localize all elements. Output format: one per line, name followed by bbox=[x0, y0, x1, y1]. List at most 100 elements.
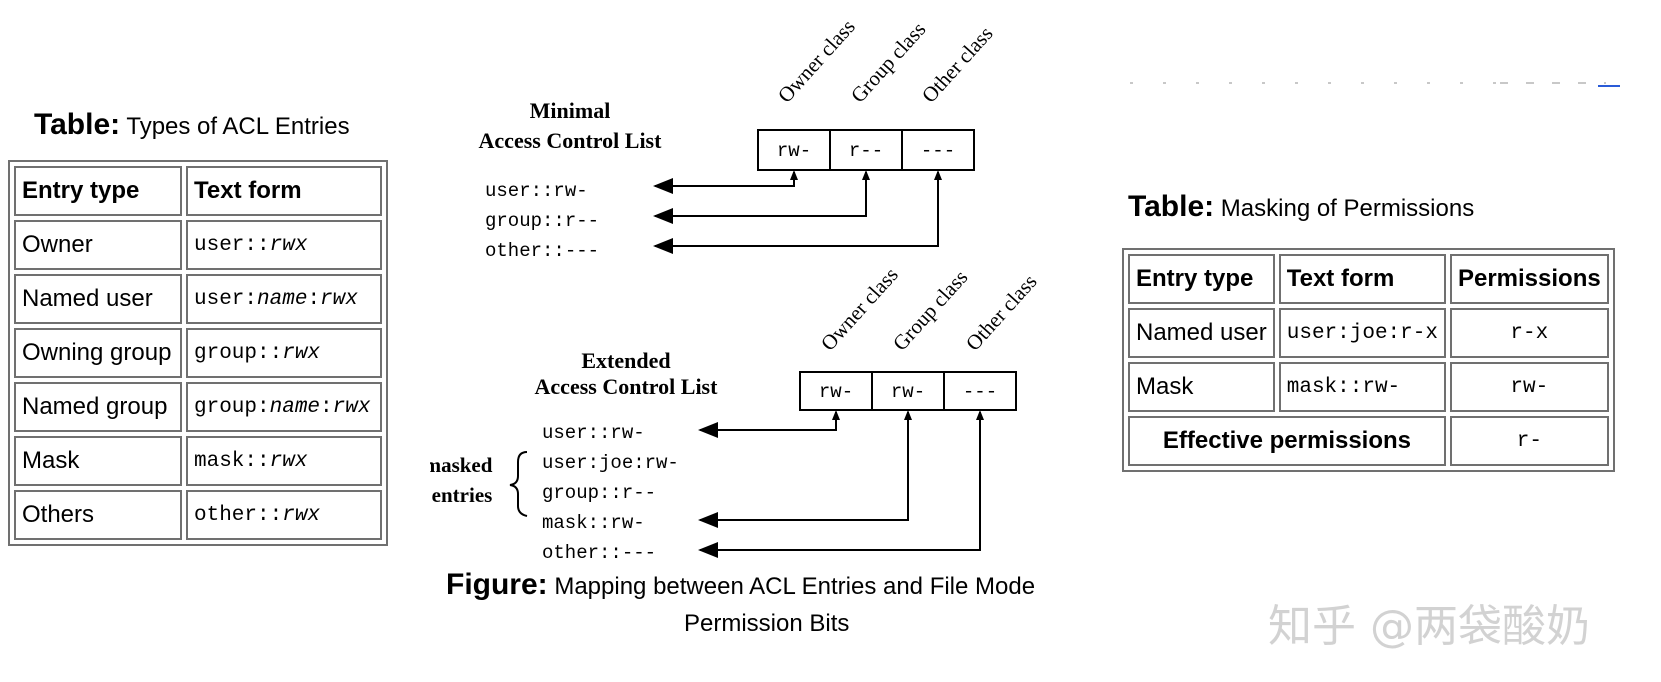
extended-entry-user: user::rw- bbox=[542, 422, 645, 444]
minimal-entry-other: other::--- bbox=[485, 240, 599, 262]
text-form-variable: name bbox=[269, 395, 321, 419]
text-form-variable: rwx bbox=[269, 233, 308, 257]
table1-caption-text: Types of ACL Entries bbox=[120, 113, 350, 140]
table-header-row: Entry type Text form Permissions bbox=[1128, 254, 1609, 304]
table-header-row: Entry type Text form bbox=[14, 166, 382, 216]
text-form-literal: group:: bbox=[194, 341, 283, 365]
entry-type-cell: Owning group bbox=[14, 328, 182, 378]
entry-type-cell: Mask bbox=[14, 436, 182, 486]
table2-caption-text: Masking of Permissions bbox=[1214, 195, 1475, 222]
figure-caption-line2: Permission Bits bbox=[684, 610, 849, 638]
owner-bits-cell bbox=[757, 129, 831, 171]
text-form-cell: group:name:rwx bbox=[186, 382, 382, 432]
effective-permissions-value: r- bbox=[1449, 416, 1609, 466]
text-form-literal: : bbox=[307, 287, 321, 311]
effective-permissions-label: Effective permissions bbox=[1128, 416, 1446, 466]
text-form-variable: rwx bbox=[269, 449, 308, 473]
text-form-cell: user:name:rwx bbox=[186, 274, 382, 324]
minimal-entry-group: group::r-- bbox=[485, 210, 599, 232]
text-form-literal: : bbox=[320, 395, 333, 419]
column-header: Text form bbox=[186, 166, 382, 216]
figure-caption-text: Mapping between ACL Entries and File Mod… bbox=[547, 573, 1036, 600]
text-form-cell: user:joe:r-x bbox=[1278, 308, 1446, 358]
minimal-permission-bits: rw- r-- --- bbox=[757, 129, 975, 171]
connector-line bbox=[698, 412, 837, 438]
connector-line bbox=[698, 412, 909, 528]
extended-acl-title-line2: Access Control List bbox=[535, 374, 719, 399]
text-form-cell: group::rwx bbox=[186, 328, 382, 378]
minimal-connectors bbox=[653, 172, 939, 254]
connector-line bbox=[653, 172, 939, 254]
extended-permission-bits: rw- rw- --- bbox=[799, 371, 1017, 411]
dotted-line-artifact bbox=[1130, 82, 1620, 87]
text-form-literal: mask:: bbox=[194, 449, 270, 473]
table2-caption: Table: Masking of Permissions bbox=[1128, 190, 1474, 224]
column-header: Entry type bbox=[1128, 254, 1275, 304]
owner-bits-text: rw- bbox=[819, 381, 853, 403]
figure-caption-label: Figure: bbox=[446, 568, 548, 601]
text-form-literal: group: bbox=[194, 395, 270, 419]
minimal-up-arrowheads bbox=[790, 170, 942, 180]
connector-line bbox=[653, 172, 867, 224]
connector-line bbox=[698, 412, 981, 558]
other-bits-cell bbox=[943, 371, 1017, 411]
column-header: Text form bbox=[1278, 254, 1446, 304]
column-header: Entry type bbox=[14, 166, 182, 216]
entry-type-cell: Mask bbox=[1128, 362, 1275, 412]
text-form-variable: name bbox=[257, 287, 308, 311]
text-form-variable: rwx bbox=[282, 503, 321, 527]
entry-type-cell: Named user bbox=[14, 274, 182, 324]
minimal-entry-user: user::rw- bbox=[485, 180, 588, 202]
acl-mapping-figure: Minimal Access Control List Owner class … bbox=[430, 15, 1042, 564]
column-header: Permissions bbox=[1449, 254, 1609, 304]
effective-permissions-row: Effective permissions r- bbox=[1128, 416, 1609, 466]
figure-caption: Figure: Mapping between ACL Entries and … bbox=[446, 568, 1035, 602]
entry-type-cell: Others bbox=[14, 490, 182, 540]
masking-permissions-table: Entry type Text form Permissions Named u… bbox=[1122, 248, 1615, 472]
text-form-literal: user:: bbox=[194, 233, 270, 257]
masked-label-line1: masked bbox=[430, 453, 493, 477]
minimal-acl-title-line1: Minimal bbox=[530, 98, 611, 123]
extended-entry-group: group::r-- bbox=[542, 482, 656, 504]
entry-type-cell: Named user bbox=[1128, 308, 1275, 358]
text-form-literal: user: bbox=[194, 287, 258, 311]
minimal-acl-title-line2: Access Control List bbox=[479, 128, 663, 153]
watermark-text: 知乎 @两袋酸奶 bbox=[1268, 601, 1590, 652]
brace-icon bbox=[509, 451, 528, 517]
table2-caption-label: Table: bbox=[1128, 190, 1215, 223]
text-form-cell: other::rwx bbox=[186, 490, 382, 540]
group-bits-cell bbox=[829, 129, 903, 171]
connector-line bbox=[653, 172, 795, 194]
text-form-cell: mask::rwx bbox=[186, 436, 382, 486]
owner-bits-text: rw- bbox=[777, 140, 811, 162]
masked-label-line2: entries bbox=[432, 483, 493, 507]
permissions-cell: rw- bbox=[1449, 362, 1609, 412]
other-bits-text: --- bbox=[921, 140, 955, 162]
other-bits-text: --- bbox=[963, 381, 997, 403]
table1-caption-label: Table: bbox=[34, 108, 121, 141]
extended-entry-other: other::--- bbox=[542, 542, 656, 564]
text-form-cell: mask::rw- bbox=[1278, 362, 1446, 412]
figure-caption-line2-text: Permission Bits bbox=[684, 610, 850, 637]
text-form-cell: user::rwx bbox=[186, 220, 382, 270]
extended-up-arrowheads bbox=[832, 410, 984, 420]
text-form-variable: rwx bbox=[332, 395, 371, 419]
entry-type-cell: Owner bbox=[14, 220, 182, 270]
text-form-variable: rwx bbox=[282, 341, 321, 365]
extended-connectors bbox=[698, 412, 981, 558]
group-bits-text: rw- bbox=[891, 381, 925, 403]
group-bits-text: r-- bbox=[849, 140, 883, 162]
extended-entry-named-user: user:joe:rw- bbox=[542, 452, 679, 474]
owner-class-label: Owner class bbox=[773, 15, 860, 108]
entry-type-cell: Named group bbox=[14, 382, 182, 432]
extended-entry-mask: mask::rw- bbox=[542, 512, 645, 534]
